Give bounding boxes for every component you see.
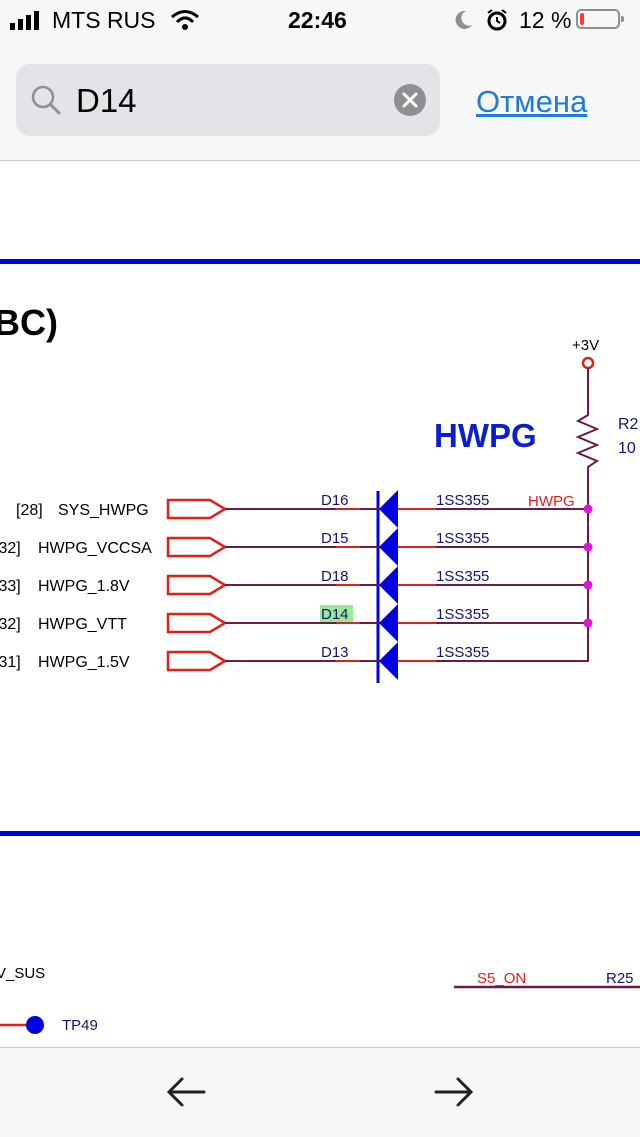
search-toolbar: D14 Отмена [0, 40, 640, 161]
border-rule-top [0, 259, 640, 264]
diode-symbol [379, 604, 398, 642]
port-connector [166, 650, 228, 672]
clear-icon[interactable] [394, 84, 426, 116]
search-query[interactable]: D14 [76, 82, 137, 119]
sheet-ref: [31] [0, 654, 21, 671]
sheet-ref: [33] [0, 578, 21, 595]
diode-symbol [379, 566, 398, 604]
search-icon [31, 85, 61, 115]
schematic-row: [32] HWPG_VCCSA D15 1SS355 [0, 528, 593, 566]
signal-name: HWPG_VTT [38, 616, 127, 633]
schematic: BC) +3V R2 10 HWPG HWPG [28] SYS_HWPG D16 1… [0, 259, 640, 1034]
search-highlight [320, 605, 353, 622]
section-heading: BC) [0, 302, 58, 343]
border-rule-bottom [0, 831, 640, 836]
port-connector [166, 574, 228, 596]
resistor-ref: R2 [618, 416, 639, 433]
diode-symbol [379, 528, 398, 566]
net-title: HWPG [434, 417, 537, 454]
r-label: R25 [606, 970, 634, 987]
signal-name: HWPG_VCCSA [38, 540, 152, 557]
part-number: 1SS355 [436, 492, 489, 509]
diode-ref: D14 [321, 606, 349, 623]
diode-ref: D18 [321, 568, 349, 585]
tp-label: TP49 [62, 1017, 98, 1034]
sheet-ref: [32] [0, 540, 21, 557]
resistor [575, 368, 600, 509]
signal-name: HWPG_1.5V [38, 654, 130, 671]
carrier-name: MTS RUS [52, 7, 156, 33]
net-label: HWPG [528, 493, 575, 510]
tp-pad [26, 1016, 44, 1034]
junction-dot [583, 542, 593, 552]
s5-label: S5_ON [477, 970, 526, 987]
schematic-row: [31] HWPG_1.5V D13 1SS355 [0, 642, 588, 680]
battery-percent: 12 % [519, 7, 572, 33]
diode-ref: D16 [321, 492, 349, 509]
part-number: 1SS355 [436, 530, 489, 547]
cancel-button[interactable]: Отмена [476, 84, 588, 119]
status-bar: MTS RUS 22:46 12 % [0, 0, 640, 40]
schematic-row: [32] HWPG_VTT D14 1SS355 [0, 604, 593, 642]
junction-dot [583, 580, 593, 590]
sus-label: V_SUS [0, 965, 45, 982]
junction-dot [583, 504, 593, 514]
sheet-ref: [32] [0, 616, 21, 633]
alarm-icon [487, 9, 507, 31]
diode-ref: D13 [321, 644, 349, 661]
document-viewer[interactable]: BC) +3V R2 10 HWPG HWPG [28] SYS_HWPG D16 1… [0, 161, 640, 1047]
schematic-row: [33] HWPG_1.8V D18 1SS355 [0, 566, 593, 604]
port-connector [166, 536, 228, 558]
moon-icon [455, 10, 472, 29]
diode-ref: D15 [321, 530, 349, 547]
sheet-ref: [28] [16, 502, 43, 519]
search-field[interactable]: D14 [16, 64, 440, 136]
diode-symbol [379, 642, 398, 680]
power-label: +3V [572, 337, 599, 354]
port-connector [166, 612, 228, 634]
arrow-left-icon[interactable] [164, 1072, 208, 1112]
part-number: 1SS355 [436, 568, 489, 585]
port-connector [166, 498, 228, 520]
clock: 22:46 [288, 7, 347, 33]
wifi-icon [171, 10, 199, 30]
power-pin [581, 356, 595, 370]
schematic-row: [28] SYS_HWPG D16 1SS355 [16, 490, 593, 528]
arrow-right-icon[interactable] [432, 1072, 476, 1112]
diode-symbol [379, 490, 398, 528]
signal-icon [10, 11, 39, 30]
signal-name: SYS_HWPG [58, 502, 149, 519]
resistor-value: 10 [618, 440, 636, 457]
signal-name: HWPG_1.8V [38, 578, 130, 595]
part-number: 1SS355 [436, 606, 489, 623]
battery-icon [576, 9, 624, 29]
find-navigation-bar [0, 1047, 640, 1137]
junction-dot [583, 618, 593, 628]
part-number: 1SS355 [436, 644, 489, 661]
